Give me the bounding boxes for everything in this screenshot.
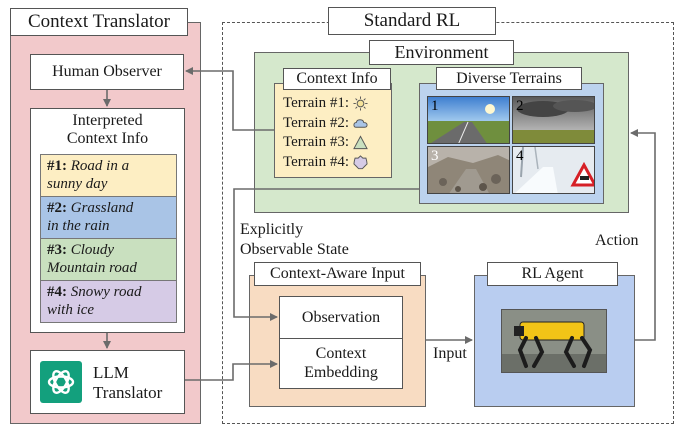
snowflake-icon [353,155,368,170]
context-aware-input-title: Context-Aware Input [254,262,421,286]
human-observer-label: Human Observer [52,62,162,80]
cloud-icon [353,116,368,131]
interpreted-context-list: #1: Road in a sunny day #2: Grassland in… [40,154,177,323]
terrain-image-2: 2 [512,96,595,144]
context-item-3: #3: Cloudy Mountain road [41,239,176,281]
action-label: Action [595,232,639,249]
standard-rl-title: Standard RL [328,7,496,35]
rl-agent-title: RL Agent [487,262,618,286]
terrain-row-1: Terrain #1: [283,94,391,114]
terrain-row-4: Terrain #4: [283,153,391,173]
terrain-row-2: Terrain #2: [283,114,391,134]
terrain-row-3: Terrain #3: [283,133,391,153]
context-item-4: #4: Snowy road with ice [41,281,176,323]
interpreted-context-title: Interpreted Context Info [66,112,149,148]
llm-translator-label: LLM Translator [93,363,163,402]
llm-logo-icon [40,361,82,403]
terrain-list: Terrain #1: Terrain #2: Terrain #3: Terr… [283,94,391,172]
terrain-image-3: 3 [427,146,510,194]
interpreted-context-box: Interpreted Context Info #1: Road in a s… [30,108,185,333]
context-translator-title: Context Translator [10,8,188,36]
terrain-image-1: 1 [427,96,510,144]
context-embedding-box: Context Embedding [279,338,403,389]
sun-icon [353,96,368,111]
context-info-title: Context Info [283,68,391,90]
explicit-state-label: Explicitly Observable State [240,221,349,258]
terrain-image-4: 4 [512,146,595,194]
human-observer-box: Human Observer [30,54,184,90]
environment-title: Environment [369,40,514,65]
observation-box: Observation [279,296,403,340]
llm-translator-box: LLM Translator [30,350,185,414]
robot-dog-image [501,309,607,373]
context-info-box [274,83,392,178]
diverse-terrains-title: Diverse Terrains [436,67,582,90]
input-label: Input [433,345,467,362]
context-item-1: #1: Road in a sunny day [41,155,176,197]
context-item-2: #2: Grassland in the rain [41,197,176,239]
triangle-icon [353,135,368,150]
observation-label: Observation [301,308,381,326]
